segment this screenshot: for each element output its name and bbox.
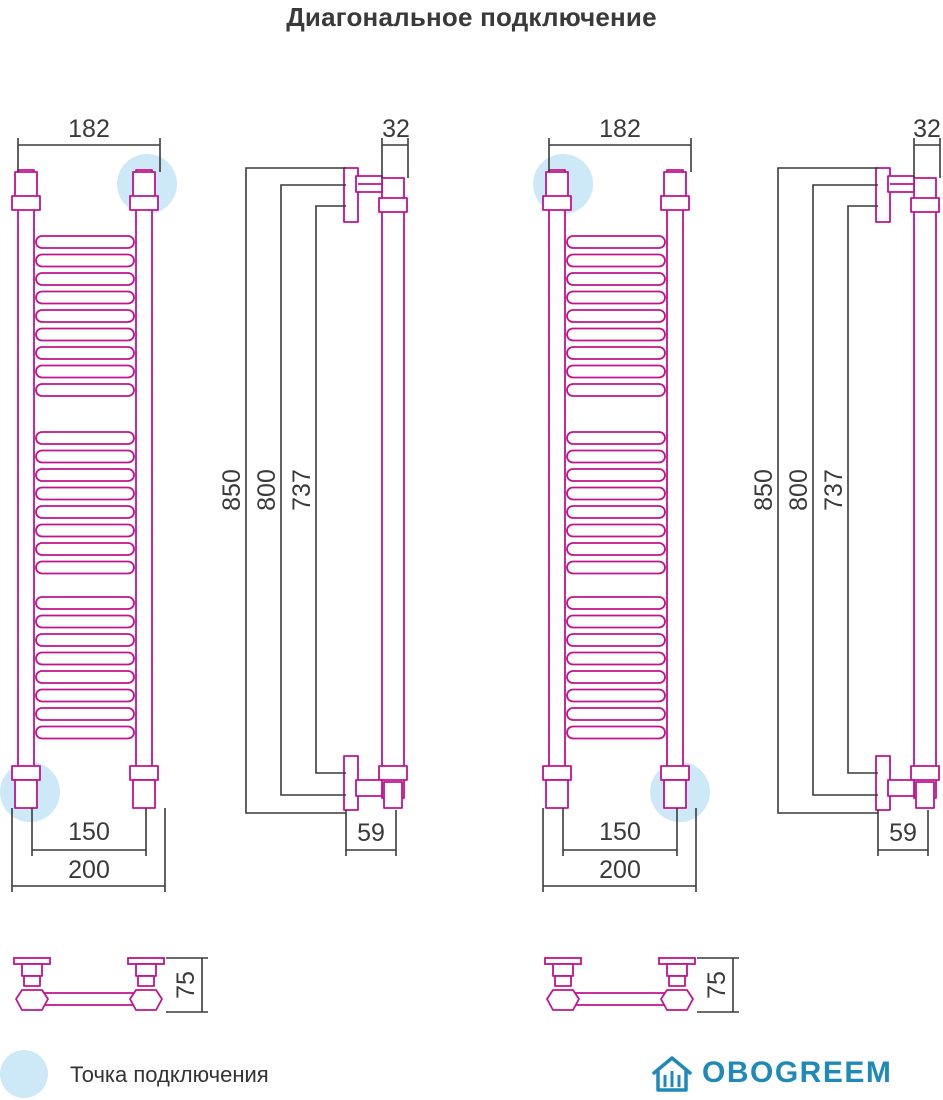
dim-depth-bottom: 59 bbox=[889, 819, 917, 847]
dim-depth-top: 32 bbox=[382, 115, 410, 143]
dim-height-inner: 737 bbox=[820, 469, 848, 511]
dim-height-total: 850 bbox=[750, 469, 778, 511]
dim-height-mid: 800 bbox=[253, 469, 281, 511]
legend-label: Точка подключения bbox=[70, 1062, 269, 1087]
dim-depth-top: 32 bbox=[913, 115, 941, 143]
side-view-left: 32 850 800 737 59 bbox=[218, 115, 410, 856]
dim-mount-offset: 75 bbox=[703, 971, 731, 999]
dim-height-total: 850 bbox=[218, 469, 246, 511]
technical-drawing: 182 150 200 32 850 800 737 59 bbox=[0, 115, 941, 1013]
dim-width-top: 182 bbox=[68, 115, 110, 143]
dim-axis-distance: 150 bbox=[68, 818, 110, 846]
front-view-left: 182 150 200 bbox=[0, 115, 177, 892]
brand-logo: OBOGREEM bbox=[650, 1052, 892, 1094]
front-view-right: 182 150 200 bbox=[533, 115, 710, 892]
brand-name: OBOGREEM bbox=[702, 1056, 893, 1089]
bottom-view-left: 75 bbox=[13, 957, 208, 1013]
page-title: Диагональное подключение bbox=[286, 2, 657, 32]
house-logo-icon bbox=[652, 1056, 692, 1092]
dim-width-bottom: 200 bbox=[68, 856, 110, 884]
connection-point-legend-icon bbox=[0, 1050, 48, 1098]
dim-width-bottom: 200 bbox=[599, 856, 641, 884]
bottom-view-right: 75 bbox=[544, 957, 739, 1013]
dim-depth-bottom: 59 bbox=[357, 819, 385, 847]
side-view-right: 32 850 800 737 59 bbox=[750, 115, 941, 856]
dim-mount-offset: 75 bbox=[172, 971, 200, 999]
dim-axis-distance: 150 bbox=[599, 818, 641, 846]
dim-height-mid: 800 bbox=[785, 469, 813, 511]
dim-height-inner: 737 bbox=[288, 469, 316, 511]
dim-width-top: 182 bbox=[599, 115, 641, 143]
